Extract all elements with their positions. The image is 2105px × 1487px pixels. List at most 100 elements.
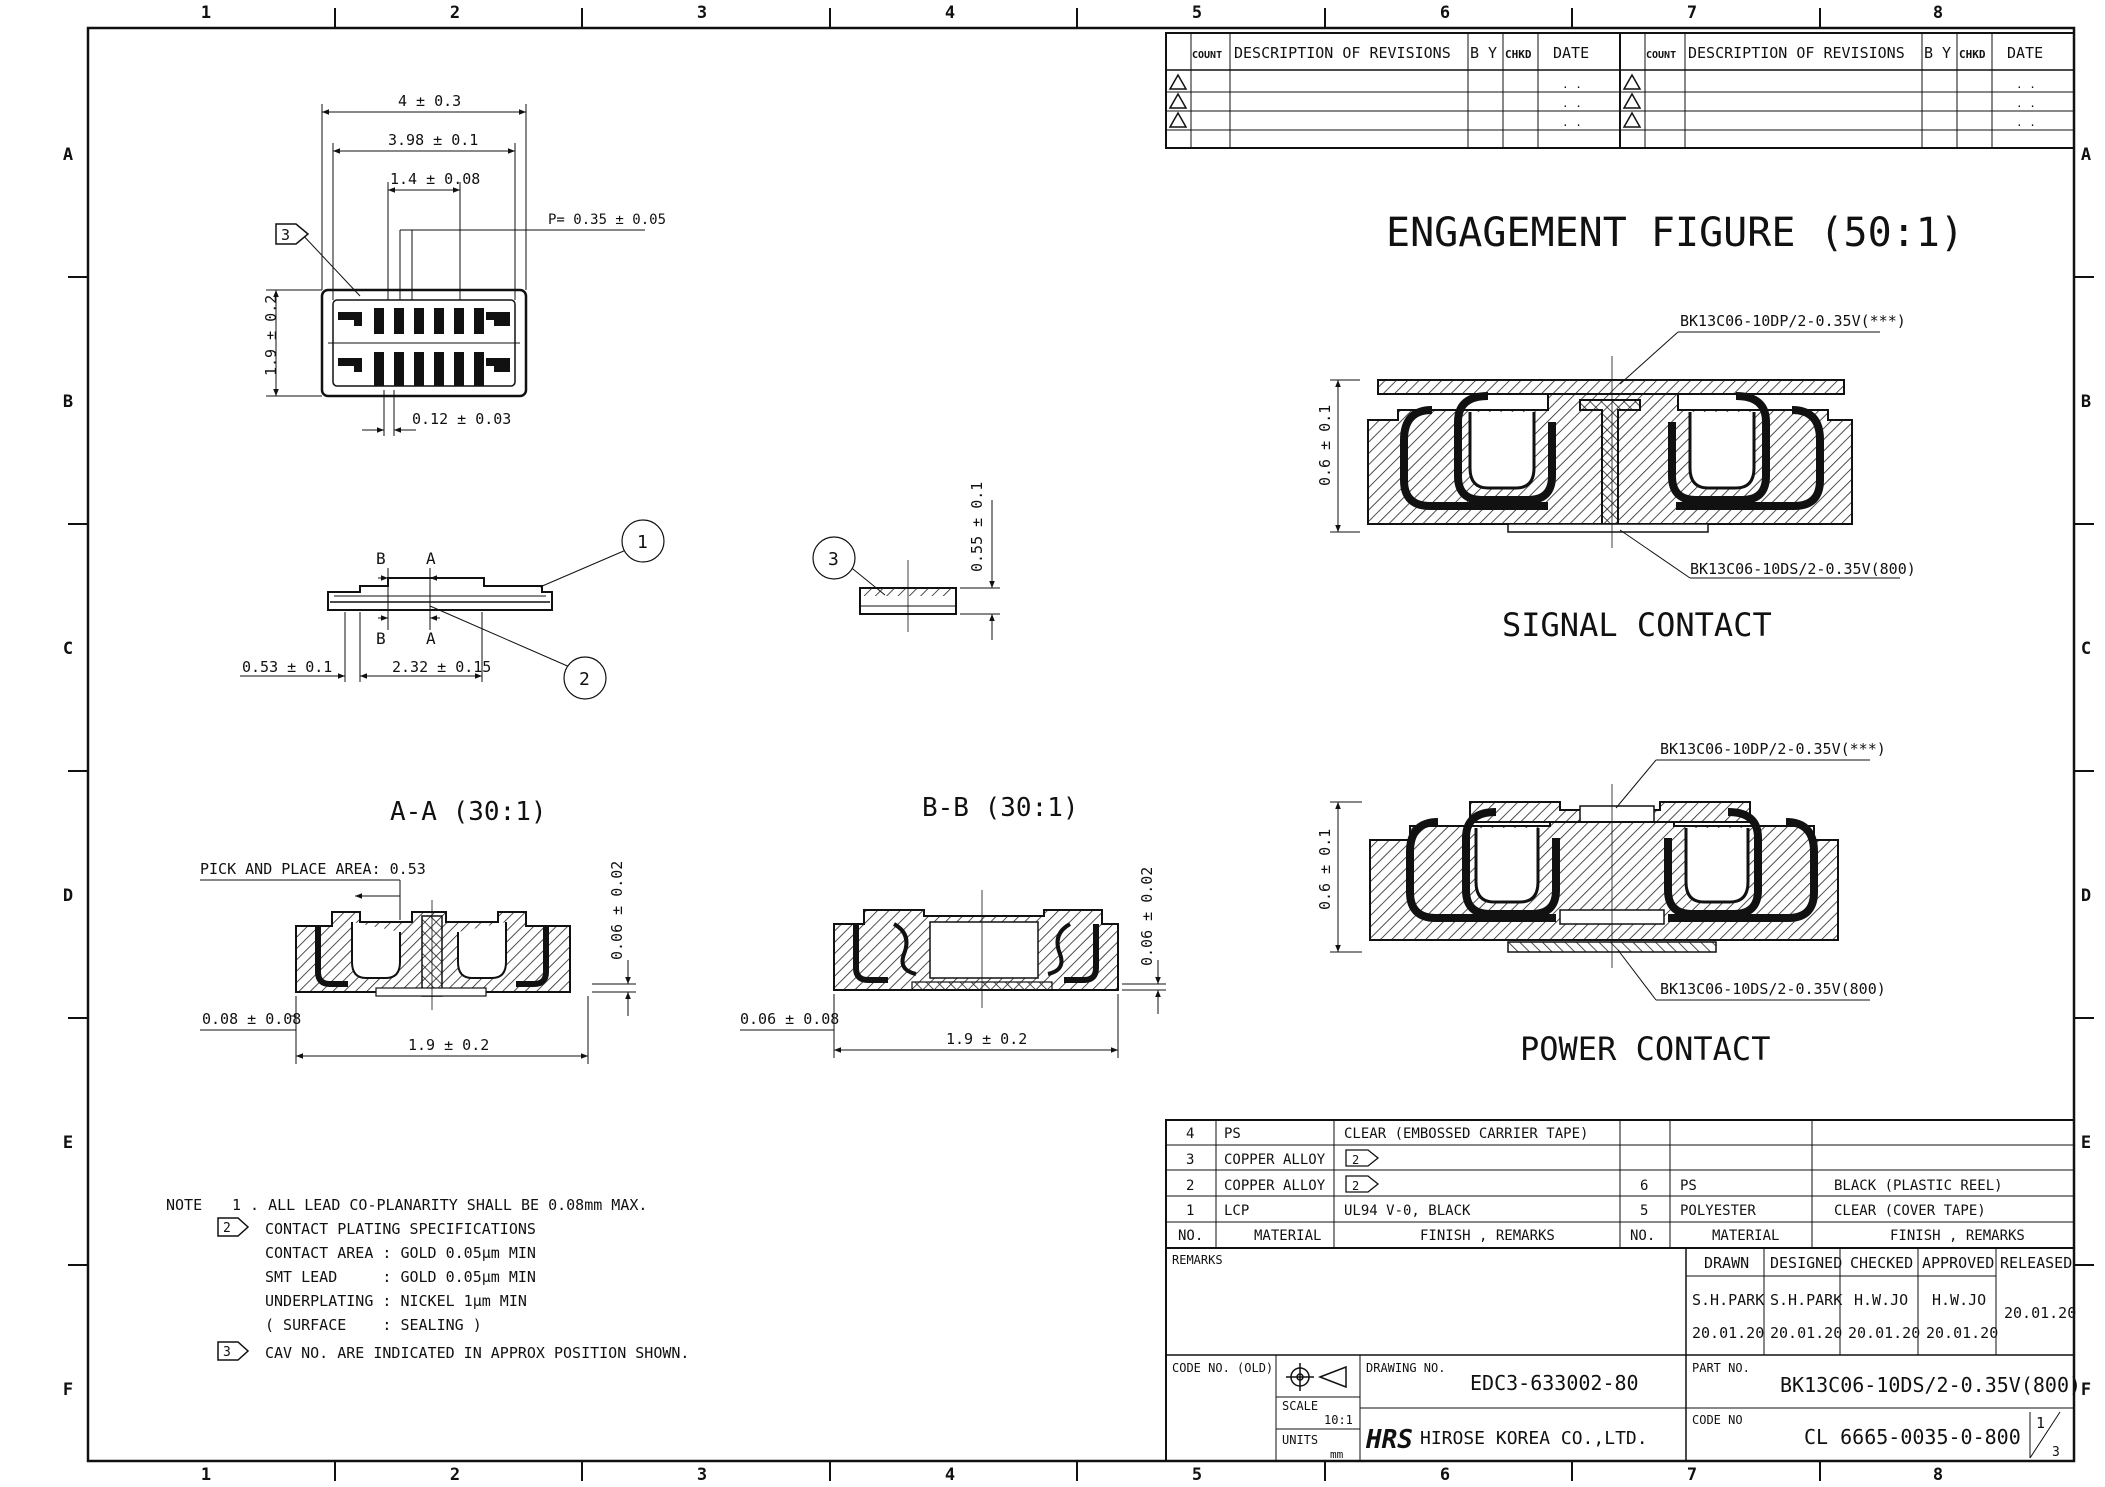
rev-header-description: DESCRIPTION OF REVISIONS [1234,44,1451,62]
top-view: 3 4 ± 0.3 3.98 ± 0.1 1.4 ± 0.08 P= 0.35 … [262,92,666,436]
rev-header-by-2: B Y [1924,44,1951,62]
col-label-top-4: 4 [945,3,955,23]
remarks-label: REMARKS [1172,1253,1223,1267]
dim-lead-width: 0.12 ± 0.03 [412,410,511,428]
col-label-top-7: 7 [1687,3,1697,23]
col-label-top-8: 8 [1933,3,1943,23]
revision-headers-left: COUNT DESCRIPTION OF REVISIONS B Y CHKD … [1192,44,1589,62]
outer-frame [86,26,2076,1463]
side-view: B A B A 1 2 0.53 ± 0.1 2.32 ± 0.15 [240,519,665,700]
name-checked: H.W.JO [1854,1291,1908,1309]
row-label-left-a: A [63,145,73,165]
section-aa-title: A-A (30:1) [390,797,547,827]
rev-header-by: B Y [1470,44,1497,62]
date-approved: 20.01.20 [1926,1324,1998,1342]
bom-row2-no: 2 [1186,1178,1194,1194]
side-marker-a-top: A [426,549,436,568]
scale-value: 10:1 [1324,1413,1353,1427]
col-label-top-3: 3 [697,3,707,23]
date-released: 20.01.20 [2004,1304,2076,1322]
bom-row2-remarks: 2 [1352,1179,1359,1193]
callout-circle-1 [621,519,665,563]
note-flag-2 [217,1217,250,1237]
signal-caption: SIGNAL CONTACT [1502,606,1772,644]
rev-date-4: . . [2016,78,2036,91]
dim-length-outer: 4 ± 0.3 [398,92,461,110]
top-contacts [338,308,510,386]
bom-header-no: NO. [1178,1228,1203,1244]
row-label-left-e: E [63,1133,73,1153]
aa-dim-standoff: 0.08 ± 0.08 [202,1010,301,1028]
side-marker-b-bottom: B [376,629,386,648]
zone-ticks [68,8,2094,1481]
scale-label: SCALE [1282,1399,1318,1413]
note-line-1: 1 . ALL LEAD CO-PLANARITY SHALL BE 0.08m… [232,1196,647,1214]
bom-row4-no: 4 [1186,1126,1194,1142]
row-label-right-b: B [2081,392,2091,412]
note-line-7: CAV NO. ARE INDICATED IN APPROX POSITION… [265,1344,689,1362]
dim-length-body: 3.98 ± 0.1 [388,131,478,149]
side-dim-left: 0.53 ± 0.1 [242,658,332,676]
bom-row6-no: 6 [1640,1178,1648,1194]
bom-row2-material: COPPER ALLOY [1224,1178,1326,1194]
drawing-no: EDC3-633002-80 [1470,1371,1639,1395]
note-flag-3-text: 3 [223,1345,231,1360]
role-drawn: DRAWN [1704,1254,1749,1272]
aa-dim-width: 1.9 ± 0.2 [408,1036,489,1054]
rev-header-date-2: DATE [2007,44,2043,62]
bom-row5-no: 5 [1640,1203,1648,1219]
company-name: HIROSE KOREA CO.,LTD. [1420,1428,1648,1449]
bb-dim-coplanarity: 0.06 ± 0.02 [1138,867,1156,966]
bom-content: 4 PS CLEAR (EMBOSSED CARRIER TAPE) 3 COP… [1178,1126,2025,1244]
row-label-right-a: A [2081,145,2091,165]
units-label: UNITS [1282,1433,1318,1447]
bom-row5-remarks: CLEAR (COVER TAPE) [1834,1203,1986,1219]
col-label-bottom-4: 4 [945,1465,955,1485]
top-view-callout-3: 3 [281,226,290,244]
callout-2: 2 [579,669,590,690]
col-label-top-5: 5 [1192,3,1202,23]
part-no-label: PART NO. [1692,1361,1750,1375]
name-designed: S.H.PARK [1770,1291,1842,1309]
bom-header-material: MATERIAL [1254,1228,1321,1244]
col-label-bottom-3: 3 [697,1465,707,1485]
sheet-number: 1 [2036,1414,2045,1432]
bom-header-material-2: MATERIAL [1712,1228,1779,1244]
units-value: mm [1330,1448,1344,1461]
bom-row1-material: LCP [1224,1203,1249,1219]
rev-header-description-2: DESCRIPTION OF REVISIONS [1688,44,1905,62]
role-checked: CHECKED [1850,1254,1913,1272]
row-label-right-e: E [2081,1133,2091,1153]
bom-row4-material: PS [1224,1126,1241,1142]
revision-date-placeholders: . . . . . . . . . . . . [1562,78,2036,129]
notes-label: NOTE [166,1196,202,1214]
bom-row1-no: 1 [1186,1203,1194,1219]
bom-row6-material: PS [1680,1178,1697,1194]
signal-plug-part: BK13C06-10DP/2-0.35V(***) [1680,312,1906,330]
rev-header-date: DATE [1553,44,1589,62]
tape-callout-circle [812,536,856,580]
revision-table [1165,32,2075,149]
power-height-dim: 0.6 ± 0.1 [1316,829,1334,910]
code-no-label: CODE NO [1692,1413,1743,1427]
callout-1: 1 [637,532,648,553]
col-label-top-2: 2 [450,3,460,23]
role-approved: APPROVED [1922,1254,1994,1272]
revision-headers-right: COUNT DESCRIPTION OF REVISIONS B Y CHKD … [1646,44,2043,62]
col-label-bottom-1: 1 [201,1465,211,1485]
signal-contact-figure: BK13C06-10DP/2-0.35V(***) BK13C06-10DS/2… [1316,312,1916,644]
bom-row1-remarks: UL94 V-0, BLACK [1344,1203,1471,1219]
name-drawn: S.H.PARK [1692,1291,1764,1309]
row-label-right-d: D [2081,886,2091,906]
bb-dim-width: 1.9 ± 0.2 [946,1030,1027,1048]
title-block [1165,1247,2075,1462]
col-label-top-1: 1 [201,3,211,23]
rev-date-1: . . [1562,78,1582,91]
note-line-4: SMT LEAD : GOLD 0.05μm MIN [265,1268,536,1286]
row-label-right-c: C [2081,639,2091,659]
notes: NOTE 1 . ALL LEAD CO-PLANARITY SHALL BE … [166,1196,689,1362]
rev-header-count-2: COUNT [1646,50,1676,61]
part-no: BK13C06-10DS/2-0.35V(800) [1780,1373,2081,1397]
side-marker-a-bottom: A [426,629,436,648]
